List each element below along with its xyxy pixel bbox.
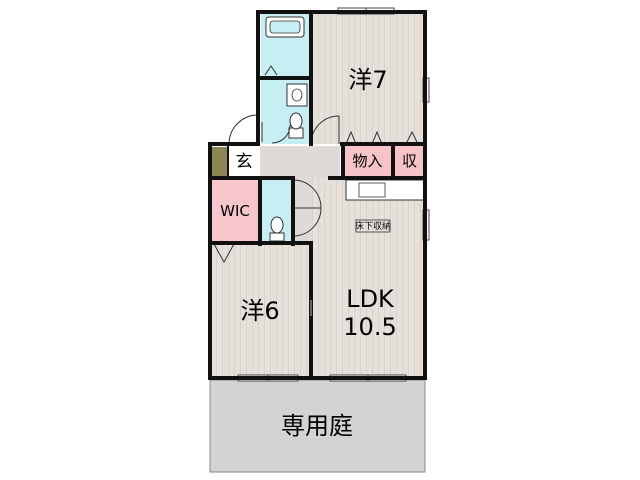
- room-western-6: [211, 244, 310, 378]
- label-underfloor-storage: 床下収納: [354, 222, 391, 232]
- wash-basin: [286, 83, 308, 107]
- walk-in-closet: [211, 180, 259, 242]
- label-ldk-name: LDK: [346, 285, 394, 313]
- hallway-lower: [293, 178, 312, 244]
- walls: [208, 10, 427, 380]
- label-wic: WIC: [220, 202, 250, 220]
- room-ldk: [312, 178, 426, 378]
- label-closet: 収: [401, 152, 417, 170]
- entrance-floor: [228, 146, 260, 178]
- label-storeroom: 物入: [352, 152, 383, 170]
- label-western-7: 洋7: [348, 66, 388, 94]
- label-private-garden: 専用庭: [281, 412, 353, 440]
- label-western-6: 洋6: [240, 297, 280, 325]
- toilet-1-fixture: [288, 112, 304, 139]
- shoe-box: [212, 147, 227, 177]
- storeroom-box: [344, 146, 391, 176]
- label-ldk-size: 10.5: [343, 313, 397, 341]
- room-western-7: [312, 12, 426, 144]
- label-entrance: 玄: [235, 152, 253, 172]
- garden-area: [209, 379, 426, 473]
- closet-box: [394, 146, 425, 176]
- toilet-2-fixture: [269, 216, 285, 242]
- underfloor-storage-hatch: [355, 219, 391, 233]
